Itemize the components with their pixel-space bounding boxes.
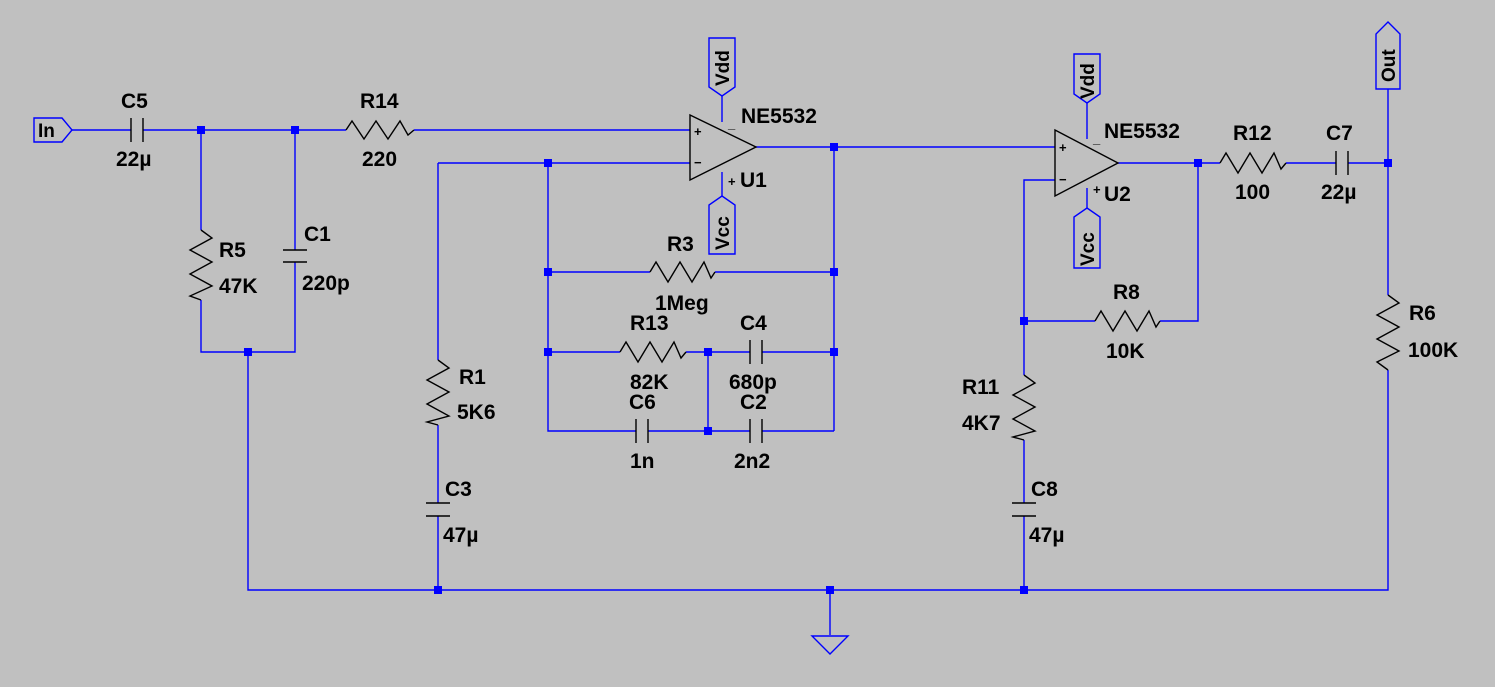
r5-value: 47K: [219, 275, 258, 298]
c6-ref: C6: [629, 391, 656, 414]
r3-value: 1Meg: [655, 292, 709, 315]
r14-value: 220: [362, 148, 397, 171]
capacitor-c6[interactable]: C6 1n: [629, 391, 656, 473]
r3-ref: R3: [667, 233, 694, 256]
capacitor-c3[interactable]: C3 47µ: [426, 478, 478, 547]
vdd-port-u2[interactable]: Vdd: [1073, 53, 1101, 104]
c3-value: 47µ: [443, 524, 478, 547]
junction-dot: [1194, 159, 1202, 167]
u1-plus-sign: +: [694, 124, 702, 139]
capacitor-c8[interactable]: C8 47µ: [1012, 478, 1064, 547]
resistor-r1[interactable]: R1 5K6: [424, 359, 496, 426]
junction-dot: [704, 348, 712, 356]
capacitor-c2[interactable]: C2 2n2: [734, 391, 770, 473]
u2-ref: U2: [1104, 183, 1131, 206]
r6-ref: R6: [1409, 302, 1436, 325]
c2-value: 2n2: [734, 450, 770, 473]
c8-value: 47µ: [1029, 524, 1064, 547]
u2-minus-sign: −: [1059, 172, 1067, 187]
c4-value: 680p: [729, 371, 777, 394]
r8-ref: R8: [1113, 281, 1140, 304]
vdd-port-u2-label: Vdd: [1078, 63, 1099, 99]
u2-plus-sign: +: [1059, 140, 1067, 155]
vcc-port-u2[interactable]: Vcc: [1073, 207, 1101, 269]
u1-model: NE5532: [741, 105, 817, 128]
opamp-u2[interactable]: + − _ + NE5532 U2: [1054, 120, 1180, 206]
junction-dot: [1020, 317, 1028, 325]
ground-symbol: [810, 635, 850, 655]
r11-value: 4K7: [962, 412, 1001, 435]
u2-model: NE5532: [1104, 120, 1180, 143]
vcc-port-u1[interactable]: Vcc: [708, 195, 736, 255]
junction-dot: [830, 348, 838, 356]
input-port[interactable]: In: [33, 117, 73, 143]
junction-dot: [544, 159, 552, 167]
junction-dot: [704, 427, 712, 435]
output-port-label: Out: [1379, 49, 1400, 82]
c6-value: 1n: [630, 450, 655, 473]
resistor-r5[interactable]: R5 47K: [188, 229, 258, 301]
output-port[interactable]: Out: [1375, 21, 1401, 90]
junction-dot: [826, 586, 834, 594]
r12-value: 100: [1235, 181, 1270, 204]
u1-ref: U1: [740, 169, 767, 192]
resistor-r13[interactable]: R13 82K: [619, 312, 687, 394]
resistor-r12[interactable]: R12 100: [1219, 122, 1287, 204]
junction-dot: [434, 586, 442, 594]
resistor-r6[interactable]: R6 100K: [1375, 294, 1458, 371]
u2-pin-mark-vdd: _: [1092, 131, 1101, 146]
r1-value: 5K6: [457, 401, 496, 424]
resistor-r11[interactable]: R11 4K7: [962, 374, 1037, 441]
junction-dot: [291, 126, 299, 134]
vdd-port-u1-label: Vdd: [713, 50, 734, 86]
junction-dot: [830, 143, 838, 151]
c8-ref: C8: [1031, 478, 1058, 501]
vdd-port-u1[interactable]: Vdd: [708, 37, 736, 97]
resistor-r8[interactable]: R8 10K: [1094, 281, 1161, 363]
c1-value: 220p: [302, 272, 350, 295]
capacitor-c4[interactable]: C4 680p: [729, 312, 777, 394]
wires: [72, 89, 1389, 635]
junction-dot: [1020, 586, 1028, 594]
r8-value: 10K: [1106, 340, 1145, 363]
c2-ref: C2: [740, 391, 767, 414]
junction-dot: [197, 126, 205, 134]
junction-dot: [544, 268, 552, 276]
vcc-port-u2-label: Vcc: [1078, 232, 1099, 266]
resistor-r14[interactable]: R14 220: [345, 90, 415, 171]
c7-ref: C7: [1326, 122, 1353, 145]
u2-pin-mark-vcc: +: [1093, 182, 1101, 197]
c5-value: 22µ: [116, 148, 151, 171]
c7-value: 22µ: [1321, 181, 1356, 204]
r6-value: 100K: [1408, 339, 1458, 362]
junctions: [197, 126, 1392, 594]
junction-dot: [244, 348, 252, 356]
r13-ref: R13: [630, 312, 669, 335]
input-port-label: In: [38, 121, 55, 142]
vcc-port-u1-label: Vcc: [713, 216, 734, 250]
capacitor-c5[interactable]: C5 22µ: [116, 90, 151, 171]
junction-dot: [544, 348, 552, 356]
resistor-r3[interactable]: R3 1Meg: [649, 233, 716, 315]
capacitor-c1[interactable]: C1 220p: [283, 223, 350, 295]
junction-dot: [830, 268, 838, 276]
opamp-u1[interactable]: + − _ + NE5532 U1: [689, 105, 817, 192]
r11-ref: R11: [962, 376, 1000, 399]
r12-ref: R12: [1233, 122, 1272, 145]
c5-ref: C5: [121, 90, 148, 113]
capacitor-c7[interactable]: C7 22µ: [1321, 122, 1356, 204]
c4-ref: C4: [740, 312, 767, 335]
c1-ref: C1: [304, 223, 331, 246]
r14-ref: R14: [360, 90, 399, 113]
r1-ref: R1: [459, 366, 486, 389]
r13-value: 82K: [630, 371, 669, 394]
u1-pin-mark-vcc: +: [728, 174, 736, 189]
r5-ref: R5: [219, 239, 246, 262]
u1-pin-mark-vdd: _: [727, 116, 736, 131]
c3-ref: C3: [445, 478, 472, 501]
junction-dot: [1384, 159, 1392, 167]
u1-minus-sign: −: [694, 155, 702, 170]
